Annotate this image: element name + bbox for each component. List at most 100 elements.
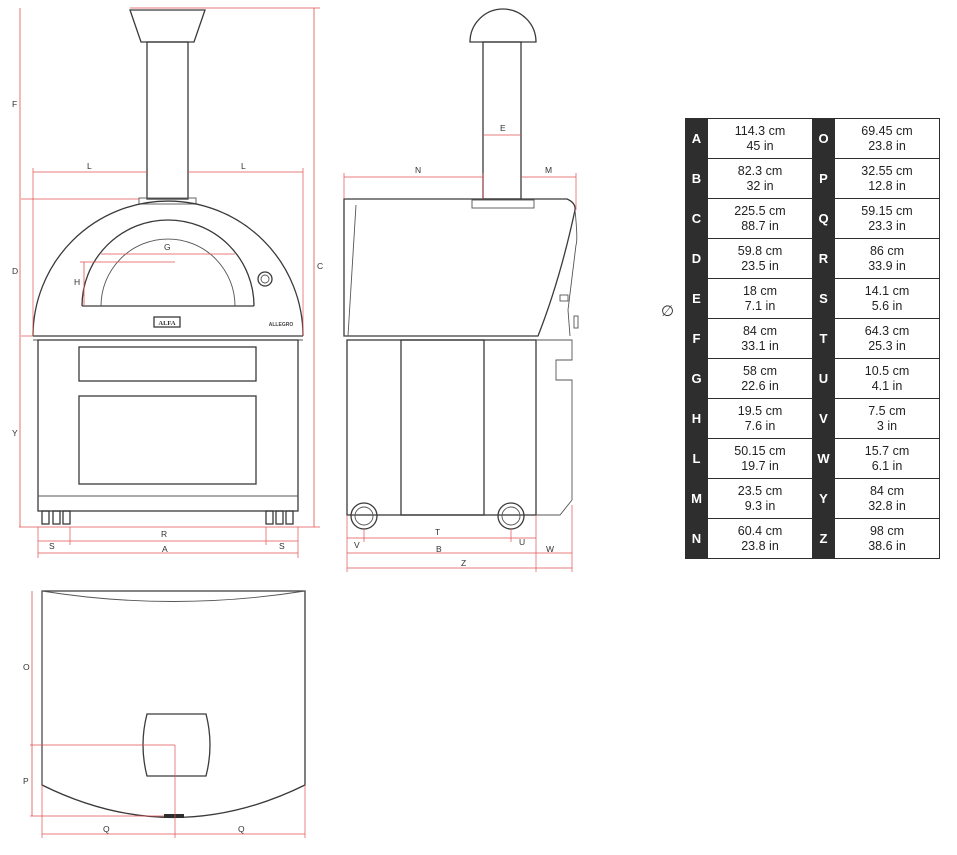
value-cm: 82.3 cm — [737, 163, 783, 178]
dim-label-n: N — [415, 165, 421, 175]
dim-label-u: U — [519, 537, 525, 547]
value-in: 5.6 in — [871, 298, 903, 313]
value-in: 7.6 in — [744, 418, 776, 433]
value-cm: 23.5 cm — [737, 483, 783, 498]
dimension-key: U — [812, 358, 835, 399]
value-in: 88.7 in — [741, 218, 779, 233]
dimension-key: G — [685, 358, 708, 399]
dimension-key: N — [685, 518, 708, 559]
value-in: 23.8 in — [868, 138, 906, 153]
side-view-dimensions: E N M V T U B W Z — [343, 123, 577, 572]
top-view — [41, 590, 306, 819]
front-view: ALFA ALLEGRO — [32, 9, 304, 525]
dim-label-w: W — [546, 544, 554, 554]
dim-label-s-left: S — [49, 541, 55, 551]
value-in: 33.9 in — [868, 258, 906, 273]
value-cm: 18 cm — [742, 283, 778, 298]
value-in: 19.7 in — [741, 458, 779, 473]
value-cm: 98 cm — [869, 523, 905, 538]
dimension-key: P — [812, 158, 835, 199]
dimension-key: E — [685, 278, 708, 319]
side-view — [343, 8, 579, 530]
dimension-key: S — [812, 278, 835, 319]
value-in: 7.1 in — [744, 298, 776, 313]
value-cm: 50.15 cm — [734, 443, 786, 458]
value-in: 4.1 in — [871, 378, 903, 393]
dimension-key: H — [685, 398, 708, 439]
dim-label-h: H — [74, 277, 80, 287]
value-cm: 14.1 cm — [864, 283, 910, 298]
dim-label-p: P — [23, 776, 29, 786]
value-cm: 7.5 cm — [868, 403, 906, 418]
dim-label-c: C — [317, 261, 323, 271]
dimension-key: R — [812, 238, 835, 279]
dim-label-d: D — [12, 266, 18, 276]
value-in: 23.8 in — [741, 538, 779, 553]
dim-label-s-right: S — [279, 541, 285, 551]
value-in: 25.3 in — [868, 338, 906, 353]
dim-label-r: R — [161, 529, 167, 539]
value-in: 9.3 in — [744, 498, 776, 513]
value-cm: 58 cm — [742, 363, 778, 378]
value-cm: 15.7 cm — [864, 443, 910, 458]
value-in: 3 in — [876, 418, 898, 433]
dim-label-o: O — [23, 662, 30, 672]
dim-label-l-right: L — [241, 161, 246, 171]
value-cm: 59.8 cm — [737, 243, 783, 258]
brand-plate-text: ALFA — [158, 320, 176, 327]
value-in: 23.3 in — [868, 218, 906, 233]
dimension-key: V — [812, 398, 835, 439]
diameter-symbol: ∅ — [661, 302, 674, 320]
dim-label-m: M — [545, 165, 552, 175]
dim-label-e: E — [500, 123, 506, 133]
value-cm: 86 cm — [869, 243, 905, 258]
dim-label-b: B — [436, 544, 442, 554]
value-in: 22.6 in — [741, 378, 779, 393]
dimension-key: A — [685, 118, 708, 159]
dim-label-a: A — [162, 544, 168, 554]
dim-label-z: Z — [461, 558, 466, 568]
dimension-key: O — [812, 118, 835, 159]
front-view-dimensions: F D Y C L L G H S R S A — [12, 7, 323, 558]
dimension-key: C — [685, 198, 708, 239]
dimension-key: L — [685, 438, 708, 479]
value-in: 6.1 in — [871, 458, 903, 473]
dim-label-g: G — [164, 242, 171, 252]
value-cm: 225.5 cm — [734, 203, 786, 218]
dimension-key: W — [812, 438, 835, 479]
dimension-key: T — [812, 318, 835, 359]
dimension-key: M — [685, 478, 708, 519]
dim-label-y: Y — [12, 428, 18, 438]
dimension-key: Y — [812, 478, 835, 519]
value-cm: 32.55 cm — [861, 163, 913, 178]
dimension-key: D — [685, 238, 708, 279]
value-cm: 84 cm — [869, 483, 905, 498]
value-cm: 60.4 cm — [737, 523, 783, 538]
value-cm: 59.15 cm — [861, 203, 913, 218]
value-cm: 114.3 cm — [734, 123, 786, 138]
value-in: 23.5 in — [741, 258, 779, 273]
